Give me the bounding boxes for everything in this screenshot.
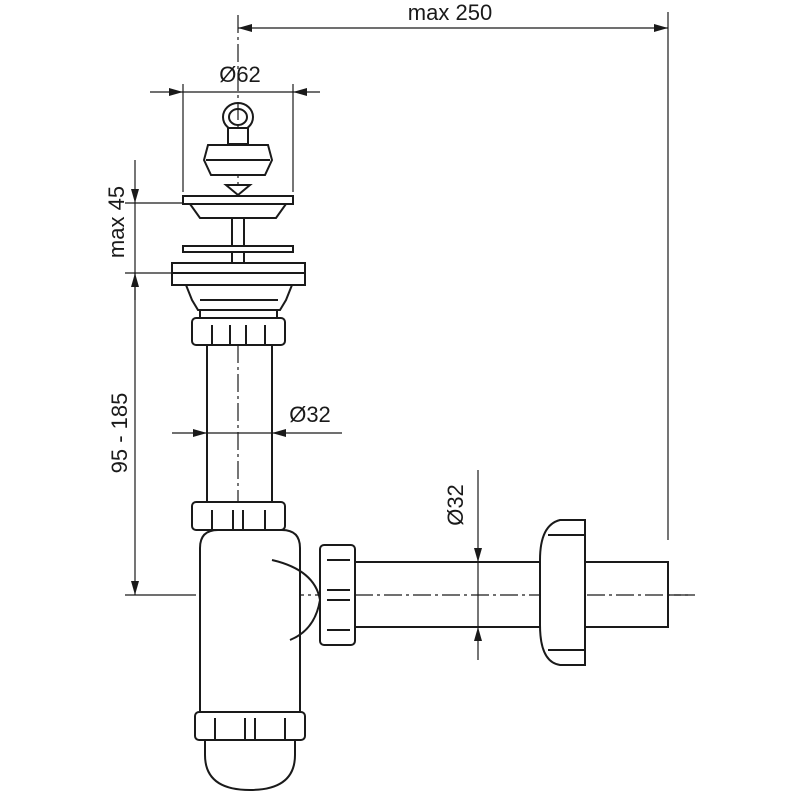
dimension-outlet-diameter-32: Ø32: [443, 470, 482, 660]
dim-label: Ø32: [289, 402, 331, 427]
wall-rosette: [539, 519, 586, 666]
dimension-tube-diameter-32: Ø32: [172, 402, 342, 437]
dimension-95-185: 95 - 185: [107, 273, 196, 596]
trap-body: [194, 529, 322, 792]
stopper: [202, 102, 274, 197]
dimension-diameter-62: Ø62: [150, 62, 320, 192]
dimension-max-250: max 250: [238, 0, 669, 540]
dim-label: max 45: [104, 186, 129, 258]
immersion-tube: [206, 344, 273, 503]
flange: [171, 262, 306, 311]
side-nut: [319, 544, 356, 646]
dim-label: 95 - 185: [107, 393, 132, 474]
strainer: [182, 195, 294, 264]
dim-label: max 250: [408, 0, 492, 25]
dimension-max-45: max 45: [104, 160, 183, 274]
middle-nut: [191, 501, 286, 531]
dim-label: Ø62: [219, 62, 261, 87]
upper-nut: [191, 309, 286, 346]
dim-label: Ø32: [443, 484, 468, 526]
